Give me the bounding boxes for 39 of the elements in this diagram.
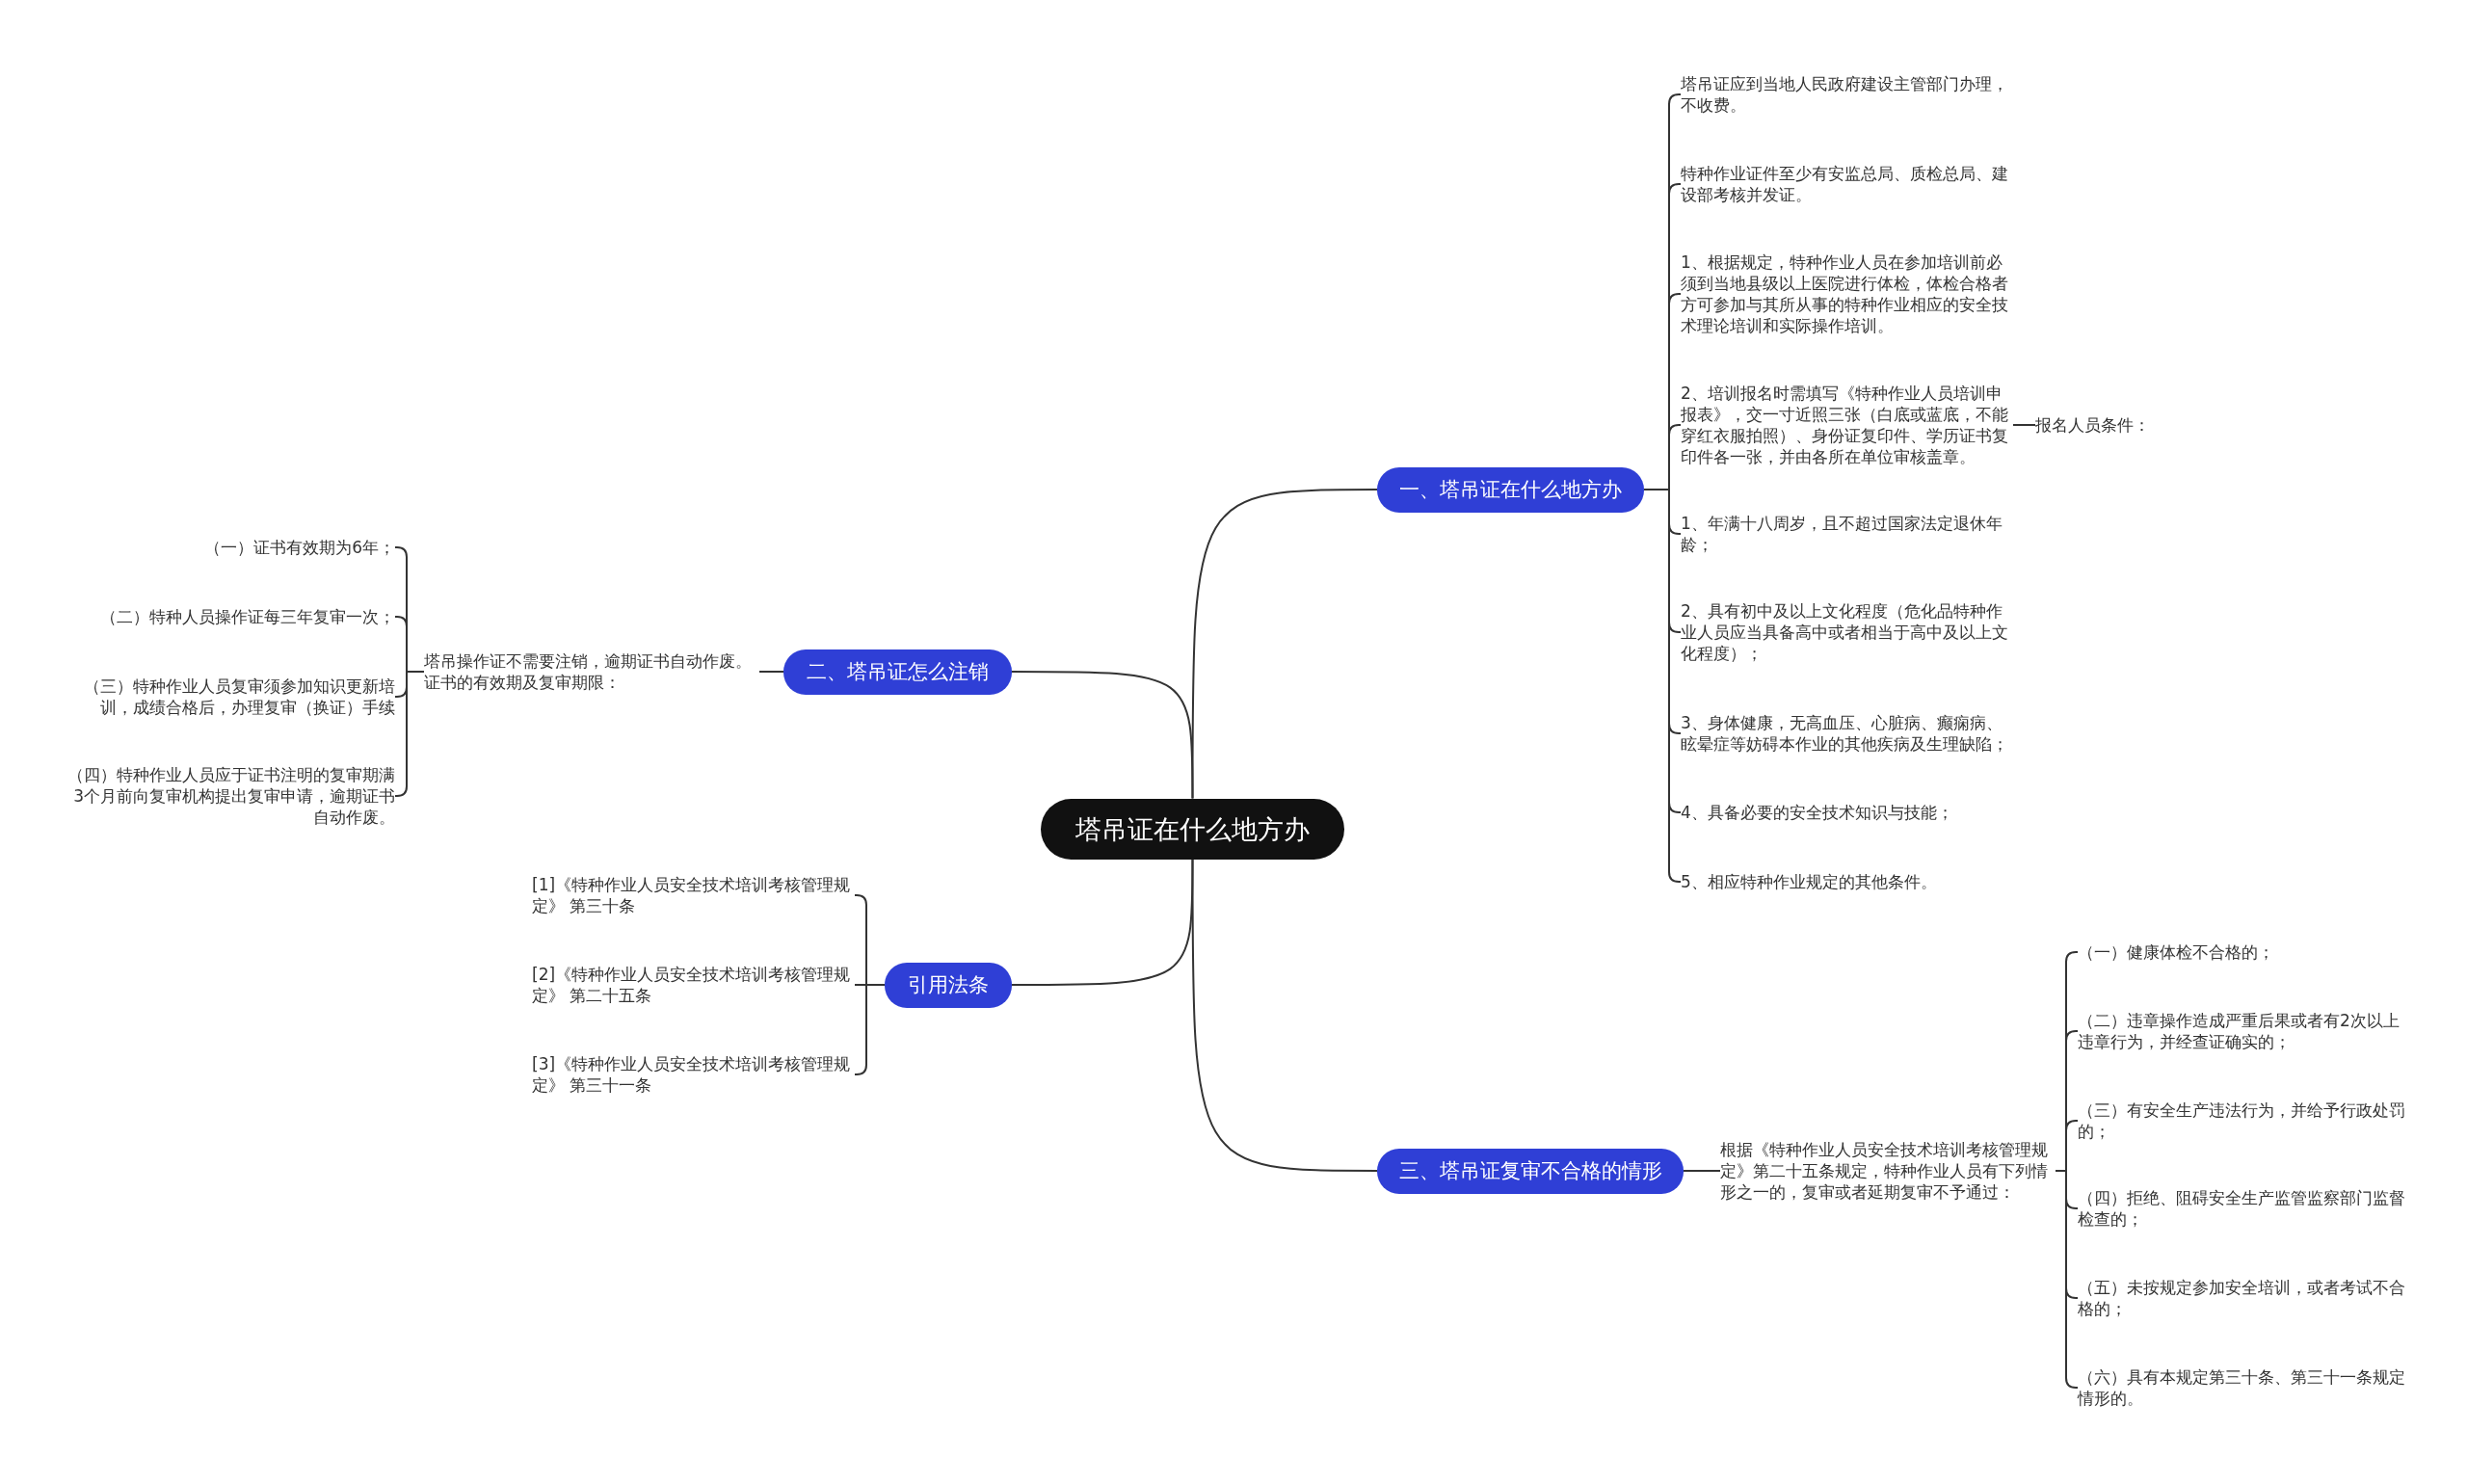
topic-text: （三）特种作业人员复审须参加知识更新培训，成绩合格后，办理复审（换证）手续 [58,676,395,719]
topic-text: [2]《特种作业人员安全技术培训考核管理规定》 第二十五条 [532,964,855,1007]
topic-text: （四）特种作业人员应于证书注明的复审期满3个月前向复审机构提出复审申请，逾期证书自动作废。 [58,764,395,829]
branch-topic: 三、塔吊证复审不合格的情形 [1377,1148,1684,1194]
connector-line [1683,1170,1721,1172]
branch-topic: 二、塔吊证怎么注销 [783,649,1012,695]
topic-text: 塔吊证应到当地人民政府建设主管部门办理，不收费。 [1681,73,2013,117]
topic-text: 1、根据规定，特种作业人员在参加培训前必须到当地县级以上医院进行体检，体检合格者方可参加与其所从事的特种作业相应的安全技术理论培训和实际操作培训。 [1681,252,2013,337]
topic-text: 5、相应特种作业规定的其他条件。 [1681,871,2013,893]
topic-text: （六）具有本规定第三十条、第三十一条规定情形的。 [2078,1366,2415,1410]
central-topic: 塔吊证在什么地方办 [1041,798,1344,860]
connector-line [1191,489,1378,800]
topic-text: （三）有安全生产违法行为，并给予行政处罚的； [2078,1100,2415,1143]
topic-text: [1]《特种作业人员安全技术培训考核管理规定》 第三十条 [532,874,855,917]
connector-line [1011,858,1194,986]
topic-text: [3]《特种作业人员安全技术培训考核管理规定》 第三十一条 [532,1053,855,1097]
branch-topic: 一、塔吊证在什么地方办 [1377,466,1644,513]
topic-text: （一）证书有效期为6年； [58,537,395,559]
topic-text: 根据《特种作业人员安全技术培训考核管理规定》第二十五条规定，特种作业人员有下列情形之一的，复审或者延期复审不予通过： [1720,1139,2056,1204]
topic-text: （二）特种人员操作证每三年复审一次； [58,606,395,628]
topic-text: 塔吊操作证不需要注销，逾期证书自动作废。证书的有效期及复审期限： [424,650,759,694]
topic-text: （一）健康体检不合格的； [2078,941,2415,964]
topic-text: 2、具有初中及以上文化程度（危化品特种作业人员应当具备高中或者相当于高中及以上文化程度）； [1681,600,2013,665]
topic-text: （二）违章操作造成严重后果或者有2次以上违章行为，并经查证确实的； [2078,1010,2415,1053]
connector-line [2012,424,2036,426]
topic-text: 1、年满十八周岁，且不超过国家法定退休年龄； [1681,513,2013,556]
topic-text: 特种作业证件至少有安监总局、质检总局、建设部考核并发证。 [1681,163,2013,206]
topic-text: 3、身体健康，无高血压、心脏病、癫痫病、眩晕症等妨碍本作业的其他疾病及生理缺陷； [1681,712,2013,755]
topic-text: （五）未按规定参加安全培训，或者考试不合格的； [2078,1277,2415,1320]
topic-text: （四）拒绝、阻碍安全生产监管监察部门监督检查的； [2078,1187,2415,1231]
connector-line [1191,858,1378,1172]
connector-line [1011,671,1194,800]
topic-text: 4、具备必要的安全技术知识与技能； [1681,802,2013,824]
connector-line [854,984,886,1075]
connector-line [394,671,425,797]
topic-text: 报名人员条件： [2035,414,2199,437]
topic-text: 2、培训报名时需填写《特种作业人员培训申报表》，交一寸近照三张（白底或蓝底，不能穿红衣服拍照）、身份证复印件、学历证书复印件各一张，并由各所在单位审核盖章。 [1681,383,2013,468]
branch-topic: 引用法条 [885,962,1012,1008]
connector-line [758,671,784,673]
